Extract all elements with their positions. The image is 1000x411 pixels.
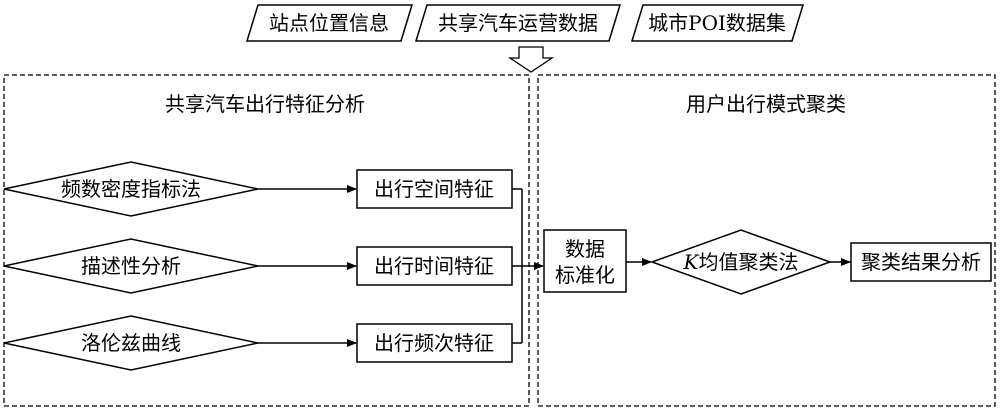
kmeans-diamond: K均值聚类法 xyxy=(649,229,833,295)
feature-box-temporal: 出行时间特征 xyxy=(356,246,513,286)
result-box: 聚类结果分析 xyxy=(850,242,992,282)
feature-box-frequency: 出行频次特征 xyxy=(356,323,513,363)
merge-connector xyxy=(512,188,523,344)
kmeans-rest: 均值聚类法 xyxy=(698,250,798,274)
method-diamond-descriptive: 描述性分析 xyxy=(3,238,259,294)
right-panel-border xyxy=(537,74,996,407)
normalize-label-line2: 标准化 xyxy=(555,263,615,287)
input-city-poi: 城市POI数据集 xyxy=(630,4,805,42)
input-carshare-operations-label: 共享汽车运营数据 xyxy=(438,11,598,35)
left-panel-title: 共享汽车出行特征分析 xyxy=(165,92,365,116)
feature-label: 出行频次特征 xyxy=(374,331,494,355)
feature-label: 出行时间特征 xyxy=(374,254,494,278)
right-panel-title: 用户出行模式聚类 xyxy=(686,92,846,116)
feature-box-spatial: 出行空间特征 xyxy=(356,169,513,209)
input-station-location: 站点位置信息 xyxy=(245,4,414,42)
input-city-poi-label: 城市POI数据集 xyxy=(648,11,786,35)
method-diamond-frequency-density: 频数密度指标法 xyxy=(3,161,259,217)
left-panel-border xyxy=(3,74,530,407)
down-arrow-icon xyxy=(507,46,555,73)
method-label: 洛伦兹曲线 xyxy=(81,331,181,355)
kmeans-label: K均值聚类法 xyxy=(683,250,799,274)
normalize-label-line1: 数据 xyxy=(565,237,605,261)
feature-label: 出行空间特征 xyxy=(374,177,494,201)
method-label: 频数密度指标法 xyxy=(61,177,201,201)
normalize-box: 数据 标准化 xyxy=(543,229,627,293)
method-diamond-lorenz: 洛伦兹曲线 xyxy=(3,315,259,371)
result-label: 聚类结果分析 xyxy=(861,250,981,274)
input-carshare-operations: 共享汽车运营数据 xyxy=(414,4,622,42)
input-station-location-label: 站点位置信息 xyxy=(269,11,389,35)
method-label: 描述性分析 xyxy=(81,254,181,278)
kmeans-k: K xyxy=(683,250,700,274)
